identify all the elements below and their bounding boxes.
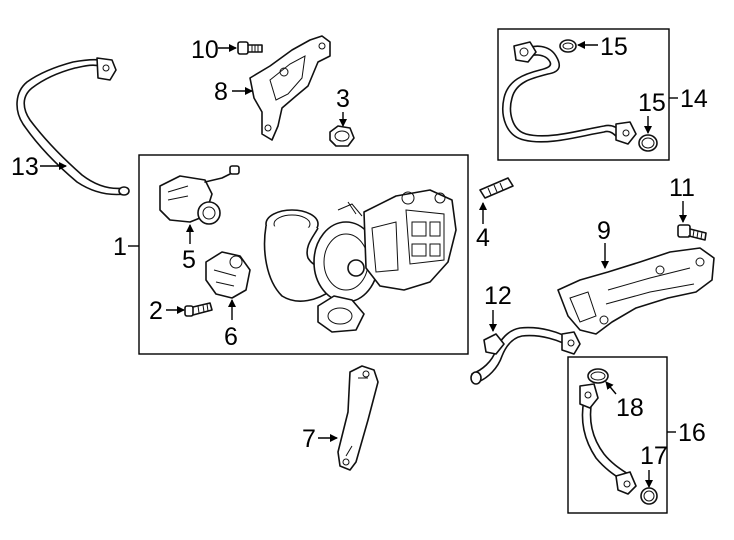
oil-return-line-part (579, 368, 658, 505)
turbo-assembly-box (138, 154, 469, 355)
callout-6: 6 (224, 323, 238, 351)
screw-part (184, 302, 213, 317)
leader-18 (605, 381, 617, 395)
callout-1: 1 (113, 233, 127, 261)
callout-15-top: 15 (600, 33, 628, 61)
callout-8: 8 (214, 78, 228, 106)
callout-14: 14 (680, 85, 708, 113)
callout-10: 10 (191, 36, 219, 64)
heat-shield-part (249, 35, 331, 141)
oil-return-kit-box (567, 356, 668, 514)
actuator-part (159, 165, 240, 225)
callout-7: 7 (302, 425, 316, 453)
stud-part (479, 177, 514, 199)
coolant-pipe-part (470, 326, 581, 385)
callout-4: 4 (476, 224, 490, 252)
callout-18: 18 (616, 394, 644, 422)
callout-9: 9 (597, 217, 611, 245)
bolt-11-part (677, 224, 707, 241)
callout-17: 17 (640, 442, 668, 470)
callout-3: 3 (336, 85, 350, 113)
support-bracket-part (337, 365, 379, 471)
callout-2: 2 (149, 297, 163, 325)
heat-shield-9-part (557, 247, 715, 335)
nut-part (329, 125, 355, 147)
callout-11: 11 (669, 174, 695, 202)
callout-13: 13 (11, 153, 39, 181)
coolant-hose-part (16, 57, 130, 196)
bolt-10-part (237, 41, 263, 55)
oil-feed-line-part (502, 39, 658, 152)
oil-feed-kit-box (497, 28, 670, 161)
callout-5: 5 (182, 246, 196, 274)
turbocharger-part (263, 189, 457, 333)
valve-part (205, 251, 251, 299)
callout-12: 12 (484, 282, 512, 310)
callout-16: 16 (678, 419, 706, 447)
callout-15-bottom: 15 (638, 89, 666, 117)
